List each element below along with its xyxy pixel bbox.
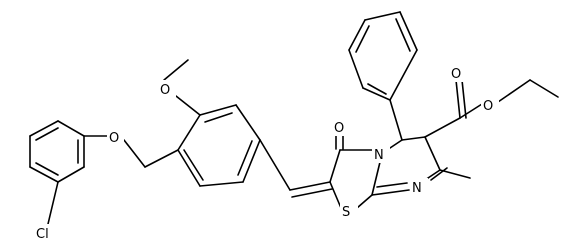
atom-label-s-ring: S xyxy=(342,205,350,220)
bond xyxy=(29,166,59,183)
bond xyxy=(424,136,441,171)
atom-label-o-ether: O xyxy=(109,131,119,146)
bond xyxy=(355,25,370,53)
bond xyxy=(371,161,381,196)
atom-label-o-ester-carbonyl: O xyxy=(451,67,461,82)
bond xyxy=(199,104,237,116)
atom-s-ring: S xyxy=(340,202,358,220)
bond xyxy=(389,99,403,141)
bond xyxy=(401,136,426,141)
atom-label-o-ketone: O xyxy=(334,121,344,136)
bonds xyxy=(29,11,559,225)
bond xyxy=(291,188,333,198)
bond xyxy=(183,149,204,181)
bond xyxy=(529,79,559,98)
bond xyxy=(329,181,342,209)
bond xyxy=(199,181,244,187)
bond xyxy=(376,182,408,188)
bond xyxy=(289,181,331,191)
atom-labels: Cl O O O N N S xyxy=(34,64,499,242)
bond xyxy=(356,194,373,209)
bond xyxy=(175,95,201,116)
bond xyxy=(57,166,85,183)
bond xyxy=(204,112,233,123)
atom-label-n-imine: N xyxy=(412,181,422,196)
atom-label-o-methoxy: O xyxy=(160,83,170,98)
bond xyxy=(177,149,201,187)
bond xyxy=(461,79,467,119)
bond xyxy=(242,139,261,183)
bond xyxy=(459,103,483,119)
bond xyxy=(389,49,418,101)
bond xyxy=(455,79,461,119)
bond xyxy=(259,139,291,191)
bond xyxy=(362,87,391,101)
bond xyxy=(348,19,366,51)
atom-cl: Cl xyxy=(34,224,60,242)
bond xyxy=(439,169,471,179)
atom-label-cl: Cl xyxy=(36,227,49,242)
atom-label-n-ring: N xyxy=(374,148,384,163)
atom-o-ketone: O xyxy=(332,118,350,136)
bond xyxy=(430,167,448,181)
bond xyxy=(57,120,85,137)
bond xyxy=(371,189,410,196)
bond xyxy=(235,104,261,141)
bond xyxy=(123,139,146,168)
bond xyxy=(29,120,59,137)
atom-o-methoxy: O xyxy=(158,80,176,98)
bond xyxy=(395,18,411,52)
bond xyxy=(144,149,179,168)
bond xyxy=(367,83,387,95)
bond xyxy=(364,11,401,21)
atom-o-ester-carbonyl: O xyxy=(449,64,467,82)
atom-o-ether: O xyxy=(107,128,124,146)
bond xyxy=(35,162,59,176)
bond xyxy=(348,49,364,89)
bond xyxy=(177,114,201,151)
bond xyxy=(329,149,341,183)
bond xyxy=(237,140,253,176)
bond xyxy=(399,11,418,51)
atom-n-imine: N xyxy=(410,178,428,196)
bond xyxy=(163,59,189,81)
bond xyxy=(497,79,531,103)
bond xyxy=(47,181,59,225)
bond xyxy=(35,127,59,141)
atom-label-o-ester: O xyxy=(483,99,493,114)
bond xyxy=(424,117,461,138)
atom-n-ring: N xyxy=(372,145,390,163)
atom-o-ester: O xyxy=(481,96,499,114)
